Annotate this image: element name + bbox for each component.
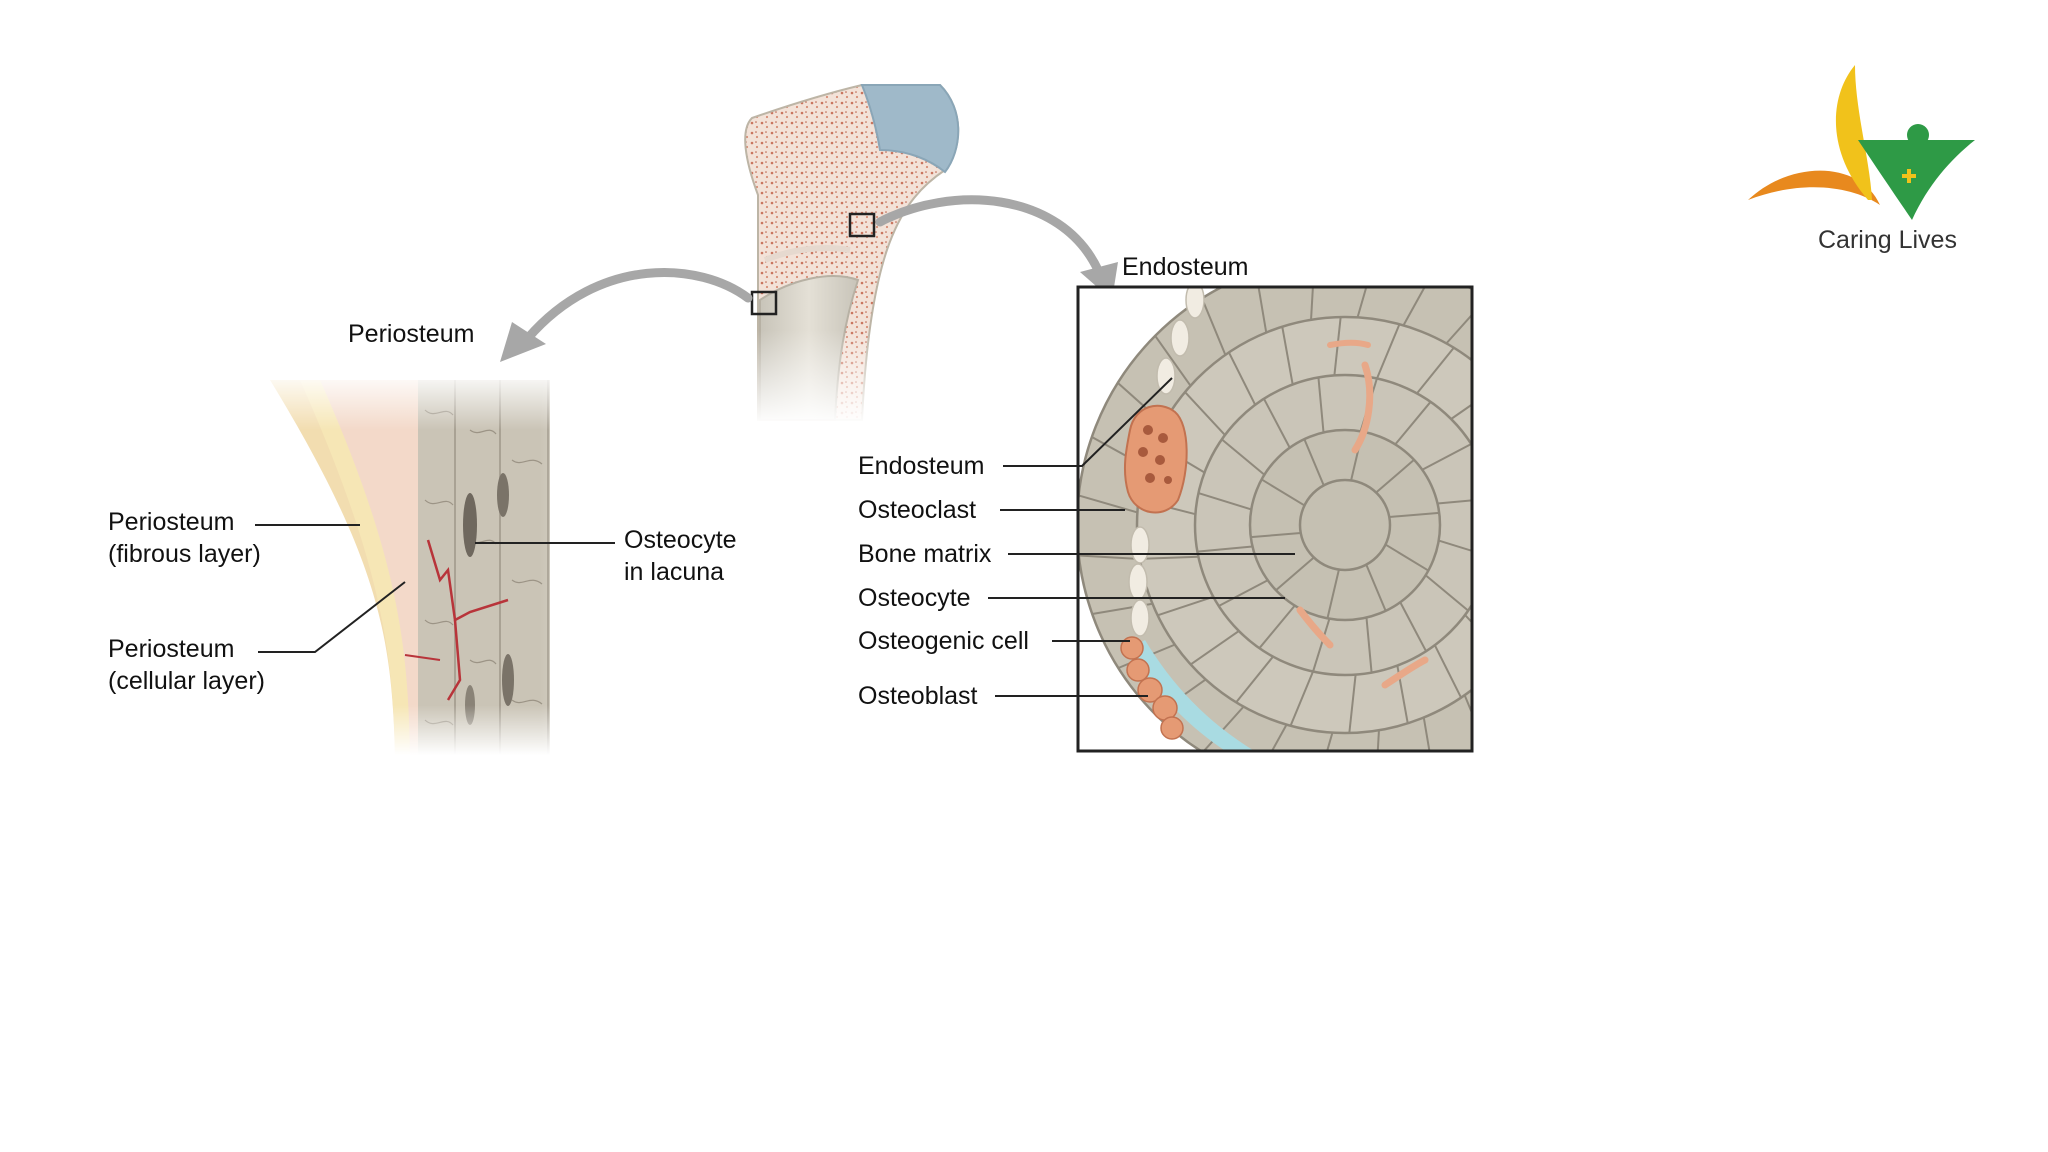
lamella-divider (1416, 347, 1455, 395)
lamella-divider (1078, 554, 1140, 560)
label-endosteum: Endosteum (858, 452, 985, 480)
lamella-divider (1495, 536, 1552, 551)
lamella-divider (1437, 499, 1472, 505)
endosteum-section (1078, 287, 1612, 751)
lamella-divider (1218, 579, 1269, 607)
lamella-divider (1270, 724, 1288, 751)
lamella-divider (1389, 511, 1440, 519)
leader-periosteum-cellular (258, 581, 406, 653)
label-osteocyte: Osteocyte (858, 584, 971, 612)
lamella-divider (1221, 438, 1266, 476)
lamella-divider (1515, 382, 1572, 405)
lamella-divider (1365, 617, 1373, 673)
lamella-divider (1303, 438, 1325, 486)
lamella-divider (1477, 435, 1533, 454)
lamella-divider (1424, 574, 1469, 612)
lamella-divider (1484, 335, 1534, 370)
lamella-divider (1375, 459, 1415, 494)
lamella-divider (1450, 403, 1472, 420)
lamella-divider (1402, 287, 1426, 326)
periosteum-title: Periosteum (348, 320, 475, 348)
label-periosteum-fibrous: Periosteum (fibrous layer) (108, 508, 261, 568)
lamella-divider (1228, 351, 1257, 406)
lamella-divider (1538, 436, 1598, 446)
lamella-divider (1250, 531, 1301, 539)
leader-endosteum (1003, 377, 1173, 467)
lamella-divider (1492, 491, 1551, 493)
lamella-divider (1261, 478, 1305, 507)
lamella-divider (1527, 626, 1573, 667)
lamella-divider (1275, 556, 1315, 591)
lamella-divider (1258, 604, 1296, 649)
lamella-divider (1154, 335, 1192, 387)
lamella-divider (1190, 630, 1240, 666)
lamella-divider (1545, 583, 1598, 613)
periosteum-section (260, 370, 660, 755)
caring-lives-logo-icon (1748, 65, 1975, 220)
lamella-divider (1257, 287, 1268, 333)
lamella-divider (1394, 401, 1432, 446)
lamella-divider (1550, 491, 1611, 494)
lamella-divider (1553, 538, 1612, 555)
lamella-divider (1326, 569, 1340, 619)
lamella-divider (1281, 326, 1294, 385)
lamella-divider (1433, 644, 1462, 699)
lamella-divider (1312, 618, 1331, 672)
lamella-divider (1157, 595, 1214, 617)
lamella-divider (1198, 492, 1252, 511)
periosteum-zoom-marker (750, 290, 778, 316)
lamella-divider (1438, 539, 1472, 552)
logo-text: Caring Lives (1818, 226, 1957, 254)
lamella-divider (1326, 732, 1334, 751)
lamella-divider (1235, 655, 1274, 703)
lamella-divider (1463, 694, 1472, 716)
label-osteocyte-lacuna: Osteocyte in lacuna (624, 526, 737, 586)
lamella-divider (1422, 717, 1431, 751)
lamella-divider (1348, 674, 1357, 734)
lamella-divider (1445, 313, 1472, 345)
lamella-divider (1365, 564, 1387, 612)
endosteum-zoom-marker (848, 212, 876, 238)
lamella-divider (1197, 545, 1253, 553)
arrow-icon (875, 195, 1118, 300)
lamella-divider (1289, 671, 1314, 727)
lamella-divider (1310, 287, 1314, 320)
bone-icon (744, 84, 960, 425)
endosteum-title: Endosteum (1122, 253, 1249, 281)
label-periosteum-cellular: Periosteum (cellular layer) (108, 635, 265, 695)
label-osteoblast: Osteoblast (858, 682, 978, 710)
arrow-icon (500, 268, 753, 362)
lamella-divider (1201, 297, 1227, 356)
lamella-divider (1486, 578, 1536, 608)
lamella-divider (1317, 377, 1325, 433)
lamella-divider (1399, 601, 1427, 652)
lamella-divider (1421, 443, 1472, 471)
label-osteogenic-cell: Osteogenic cell (858, 627, 1029, 655)
lamella-divider (1078, 494, 1138, 514)
lamella-divider (1139, 555, 1199, 560)
lamella-divider (1184, 391, 1226, 436)
lamella-divider (1376, 730, 1380, 751)
label-osteoclast: Osteoclast (858, 496, 977, 524)
lamella-divider (1263, 398, 1291, 449)
lamella-divider (1385, 543, 1429, 572)
label-bone-matrix: Bone matrix (858, 540, 992, 568)
endosteum-zoom-frame (1076, 285, 1474, 753)
lamella-divider (1499, 664, 1534, 714)
lamella-divider (1376, 323, 1401, 379)
